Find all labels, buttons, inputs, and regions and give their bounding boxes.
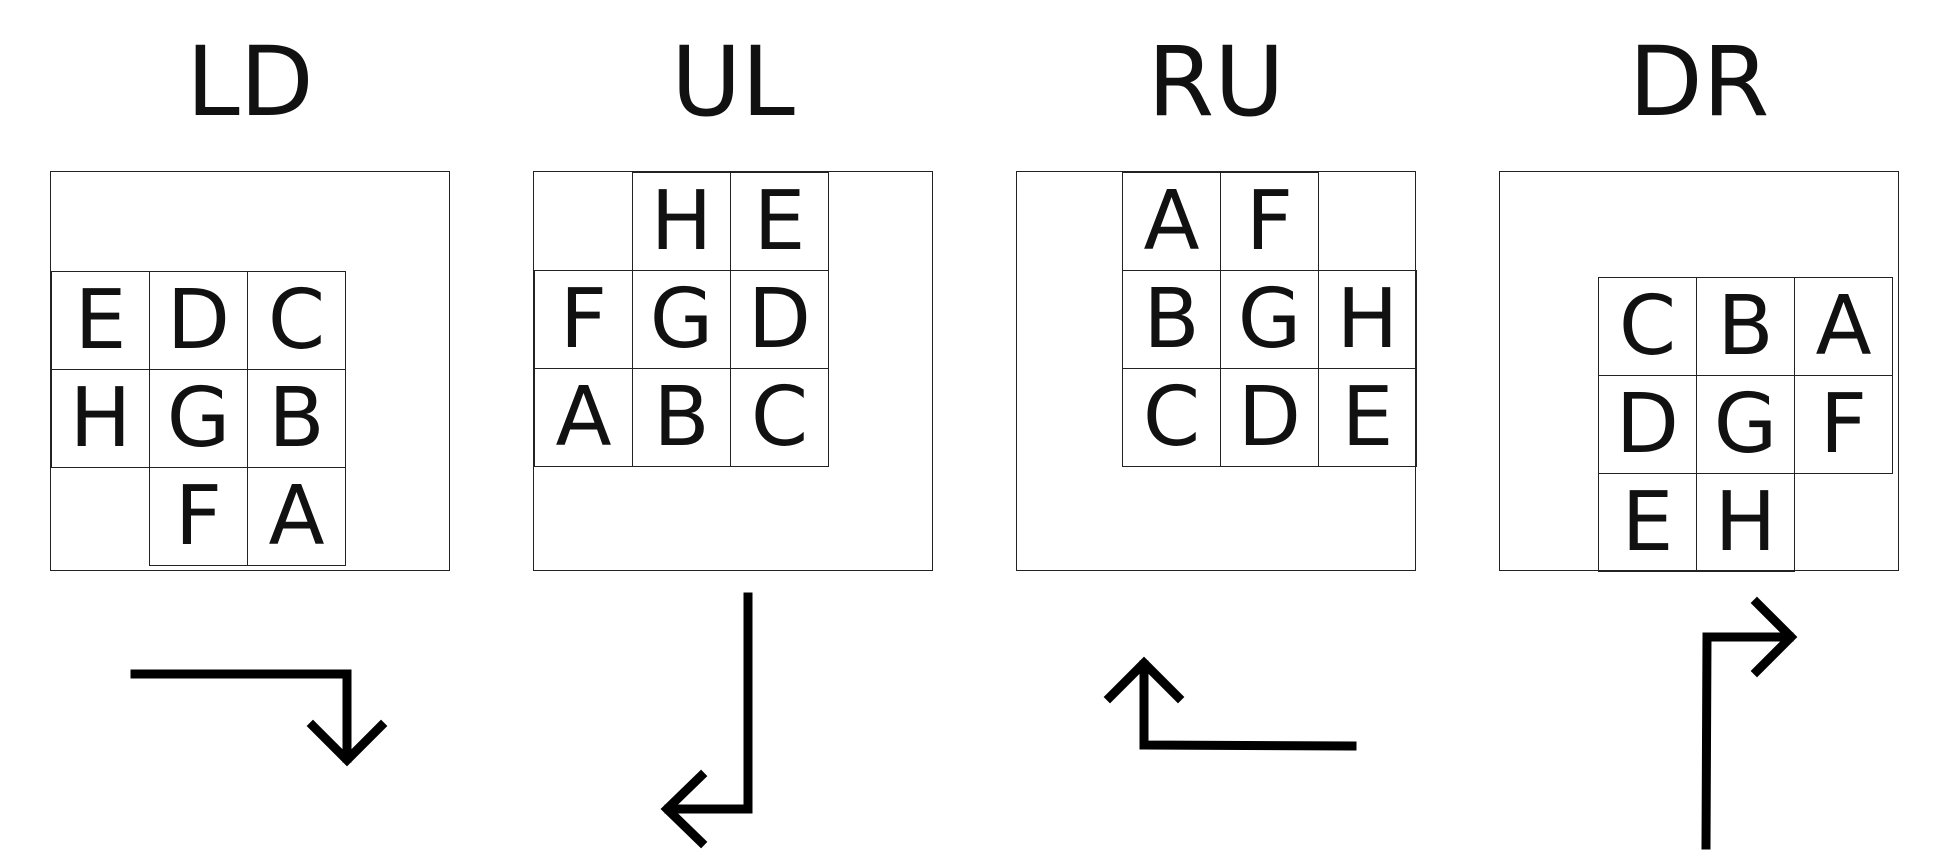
grid-cell: H	[1696, 473, 1795, 572]
grid-cell: B	[247, 369, 346, 468]
grid-cell: G	[149, 369, 248, 468]
grid-cell: C	[730, 368, 829, 467]
grid-frame-ul: H E F G D A B C	[533, 171, 933, 571]
grid-cell: H	[632, 172, 731, 271]
grid-cell: A	[247, 467, 346, 566]
arrow-right-then-down-icon	[130, 669, 388, 767]
arrow-down-then-left-icon	[660, 592, 753, 849]
grid-cell: E	[1318, 368, 1417, 467]
grid-cell: D	[730, 270, 829, 369]
arrow-up-then-right-icon	[1701, 596, 1798, 850]
arrow-left-then-up-icon	[1103, 656, 1357, 751]
grid-cell: E	[730, 172, 829, 271]
grid-cell: D	[149, 271, 248, 370]
grid-cell: H	[51, 369, 150, 468]
panel-ru: RU A F B G H C D E	[1006, 0, 1426, 867]
panel-title-ru: RU	[1147, 26, 1285, 138]
grid-cell: C	[1598, 277, 1697, 376]
panel-title-ld: LD	[186, 26, 314, 138]
panel-dr: DR C B A D G F E H	[1489, 0, 1909, 867]
grid-frame-dr: C B A D G F E H	[1499, 171, 1899, 572]
panel-ul: UL H E F G D A B C	[523, 0, 943, 867]
grid-cell: G	[632, 270, 731, 369]
grid-cell: B	[1696, 277, 1795, 376]
panel-title-ul: UL	[671, 26, 795, 138]
grid-cell: F	[534, 270, 633, 369]
panel-ld: LD E D C H G B F A	[40, 0, 460, 867]
grid-cell: A	[1794, 277, 1893, 376]
grid-cell: F	[1794, 375, 1893, 474]
grid-frame-ru: A F B G H C D E	[1016, 171, 1417, 571]
panel-title-dr: DR	[1628, 26, 1770, 138]
grid-frame-ld: E D C H G B F A	[50, 171, 450, 571]
grid-cell: B	[632, 368, 731, 467]
